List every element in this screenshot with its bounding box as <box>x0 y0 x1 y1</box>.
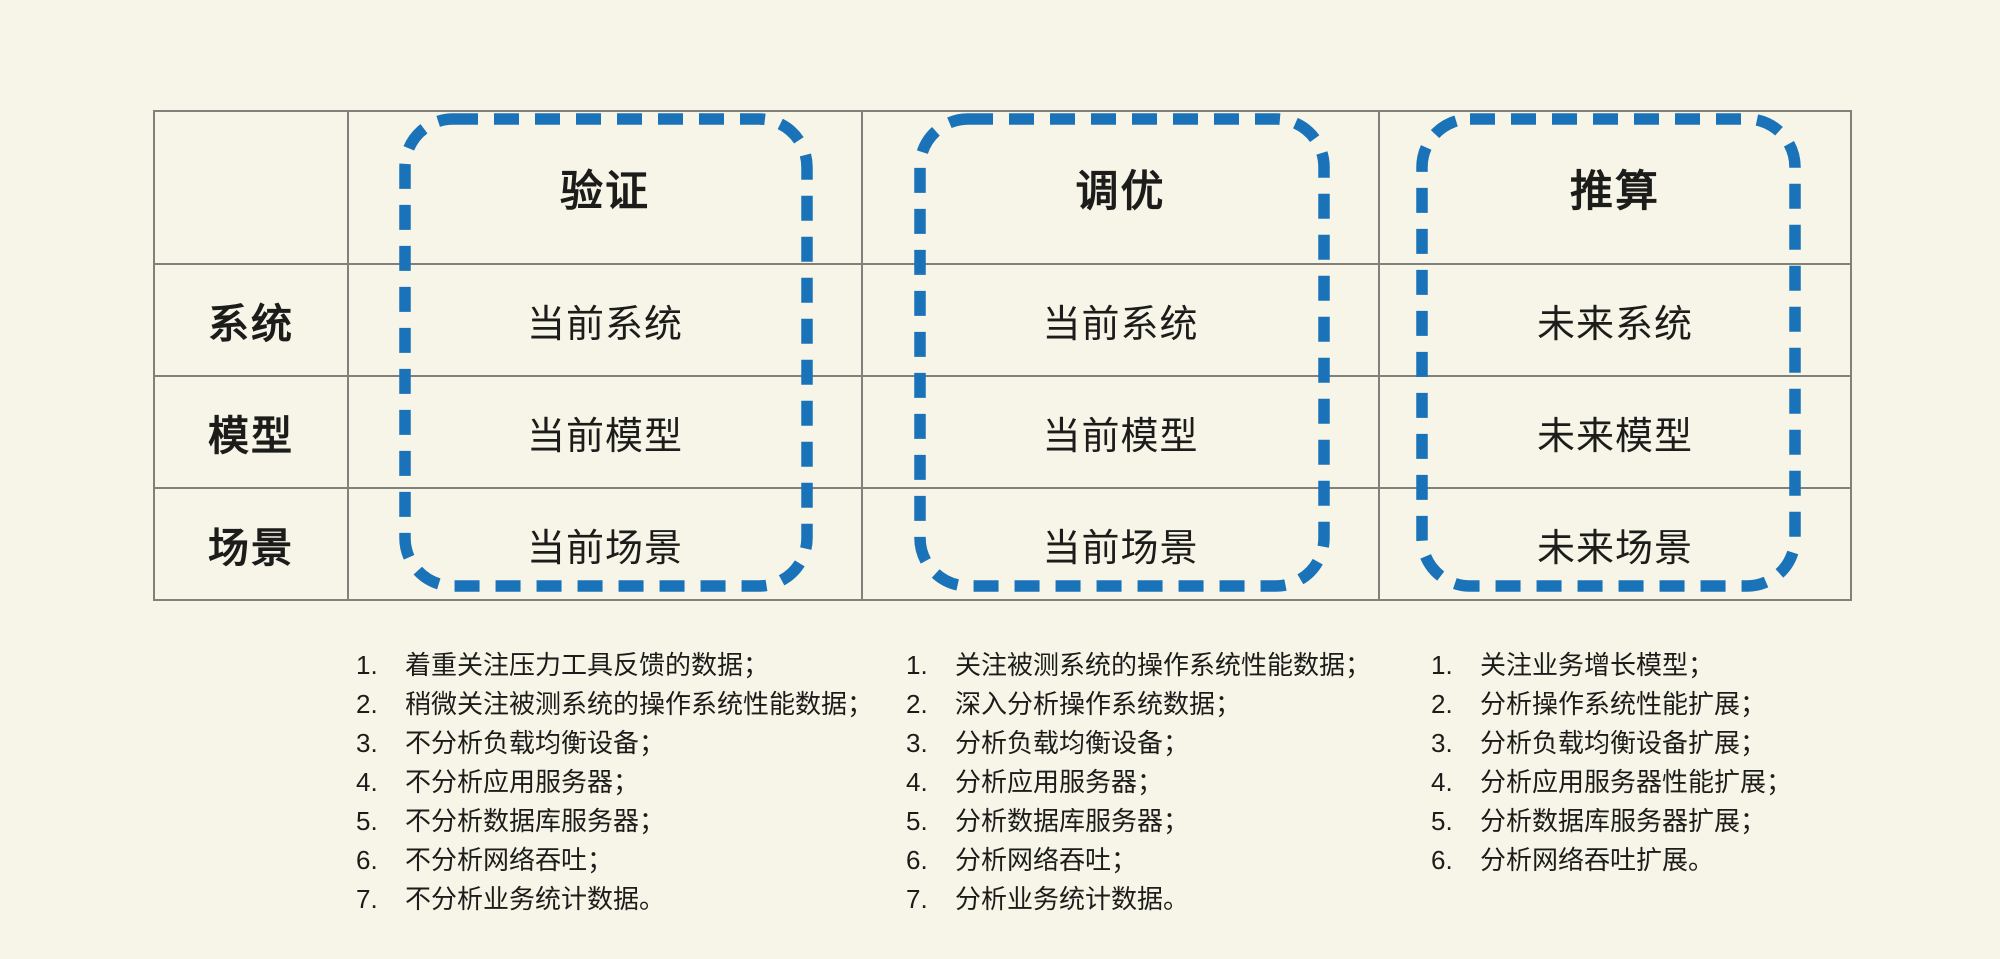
list-item: 4. 分析应用服务器性能扩展； <box>1431 763 1792 802</box>
list-item-text: 不分析数据库服务器； <box>405 806 666 836</box>
list-item-text: 分析操作系统性能扩展； <box>1480 689 1767 719</box>
list-item: 5. 不分析数据库服务器； <box>356 802 873 841</box>
list-item-text: 分析网络吞吐扩展。 <box>1480 845 1715 875</box>
list-item-number: 5. <box>1431 806 1453 836</box>
list-item: 2. 深入分析操作系统数据； <box>906 685 1371 724</box>
list-item-number: 4. <box>356 767 378 797</box>
list-item-text: 分析负载均衡设备； <box>955 728 1190 758</box>
list-item-text: 稍微关注被测系统的操作系统性能数据； <box>405 689 874 719</box>
dashed-box-extrapolation <box>1416 113 1801 592</box>
list-item: 6. 分析网络吞吐扩展。 <box>1431 841 1792 880</box>
list-item-text: 分析负载均衡设备扩展； <box>1480 728 1767 758</box>
matrix-table: 验证 调优 推算 系统 当前系统 当前系统 未来系统 模型 当前模型 当前模型 … <box>153 110 1852 601</box>
list-item-number: 7. <box>356 884 378 914</box>
list-item-text: 深入分析操作系统数据； <box>955 689 1242 719</box>
cell-extrapolation-model: 未来模型 <box>1380 377 1850 489</box>
list-item: 1. 关注被测系统的操作系统性能数据； <box>906 646 1371 685</box>
list-item: 5. 分析数据库服务器； <box>906 802 1371 841</box>
list-item: 5. 分析数据库服务器扩展； <box>1431 802 1792 841</box>
list-item-text: 着重关注压力工具反馈的数据； <box>405 650 770 680</box>
column-header-extrapolation: 推算 <box>1380 112 1850 265</box>
list-item-number: 7. <box>906 884 928 914</box>
list-item-text: 关注被测系统的操作系统性能数据； <box>955 650 1372 680</box>
list-item-text: 分析数据库服务器； <box>955 806 1190 836</box>
list-item: 2. 稍微关注被测系统的操作系统性能数据； <box>356 685 873 724</box>
cell-extrapolation-scenario: 未来场景 <box>1536 527 1693 570</box>
cell-verification-system: 当前系统 <box>349 265 863 377</box>
row-header-scenario: 场景 <box>155 489 349 599</box>
table-corner-cell <box>155 112 349 265</box>
cell-tuning-system: 当前系统 <box>863 265 1380 377</box>
dashed-rect <box>399 113 813 592</box>
list-item-number: 6. <box>906 845 928 875</box>
list-item-number: 2. <box>356 689 378 719</box>
list-item-number: 4. <box>906 767 928 797</box>
list-item-text: 分析业务统计数据。 <box>955 884 1190 914</box>
notes-extrapolation: 1. 关注业务增长模型； 2. 分析操作系统性能扩展； 3. 分析负载均衡设备扩… <box>1431 646 1792 880</box>
notes-verification: 1. 着重关注压力工具反馈的数据； 2. 稍微关注被测系统的操作系统性能数据； … <box>356 646 873 919</box>
dashed-rect <box>914 113 1330 592</box>
list-item-text: 分析应用服务器性能扩展； <box>1480 767 1793 797</box>
notes-tuning: 1. 关注被测系统的操作系统性能数据； 2. 深入分析操作系统数据； 3. 分析… <box>906 646 1371 919</box>
list-item-number: 6. <box>1431 845 1453 875</box>
list-item: 1. 着重关注压力工具反馈的数据； <box>356 646 873 685</box>
list-item-number: 5. <box>906 806 928 836</box>
list-item-number: 3. <box>356 728 378 758</box>
column-header-tuning: 调优 <box>863 112 1380 265</box>
cell-verification-scenario: 当前场景 <box>349 489 863 599</box>
list-item: 3. 分析负载均衡设备； <box>906 724 1371 763</box>
list-item-number: 1. <box>906 650 928 680</box>
list-item: 7. 不分析业务统计数据。 <box>356 880 873 919</box>
list-item-number: 1. <box>356 650 378 680</box>
list-item-text: 分析网络吞吐； <box>955 845 1138 875</box>
list-item-text: 不分析应用服务器； <box>405 767 640 797</box>
list-item-number: 2. <box>906 689 928 719</box>
list-item-text: 分析数据库服务器扩展； <box>1480 806 1767 836</box>
cell-extrapolation-system: 未来系统 <box>1380 265 1850 377</box>
list-item-text: 不分析负载均衡设备； <box>405 728 666 758</box>
list-item-number: 2. <box>1431 689 1453 719</box>
list-item: 3. 不分析负载均衡设备； <box>356 724 873 763</box>
list-item-number: 5. <box>356 806 378 836</box>
list-item-number: 1. <box>1431 650 1453 680</box>
list-item: 6. 分析网络吞吐； <box>906 841 1371 880</box>
list-item-text: 不分析业务统计数据。 <box>405 884 666 914</box>
list-item: 3. 分析负载均衡设备扩展； <box>1431 724 1792 763</box>
list-item-text: 分析应用服务器； <box>955 767 1164 797</box>
list-item: 2. 分析操作系统性能扩展； <box>1431 685 1792 724</box>
list-item: 1. 关注业务增长模型； <box>1431 646 1792 685</box>
dashed-rect <box>1416 113 1801 592</box>
list-item: 4. 不分析应用服务器； <box>356 763 873 802</box>
list-item-text: 关注业务增长模型； <box>1480 650 1715 680</box>
list-item-number: 3. <box>906 728 928 758</box>
row-header-system: 系统 <box>155 265 349 377</box>
row-header-model: 模型 <box>155 377 349 489</box>
column-header-verification: 验证 <box>349 112 863 265</box>
list-item-number: 4. <box>1431 767 1453 797</box>
list-item: 6. 不分析网络吞吐； <box>356 841 873 880</box>
cell-tuning-scenario: 当前场景 <box>863 489 1380 599</box>
cell-verification-model: 当前模型 <box>349 377 863 489</box>
list-item: 4. 分析应用服务器； <box>906 763 1371 802</box>
list-item-text: 不分析网络吞吐； <box>405 845 614 875</box>
list-item: 7. 分析业务统计数据。 <box>906 880 1371 919</box>
cell-tuning-model: 当前模型 <box>863 377 1380 489</box>
list-item-number: 3. <box>1431 728 1453 758</box>
list-item-number: 6. <box>356 845 378 875</box>
dashed-box-tuning <box>914 113 1330 592</box>
dashed-box-verification <box>399 113 813 592</box>
